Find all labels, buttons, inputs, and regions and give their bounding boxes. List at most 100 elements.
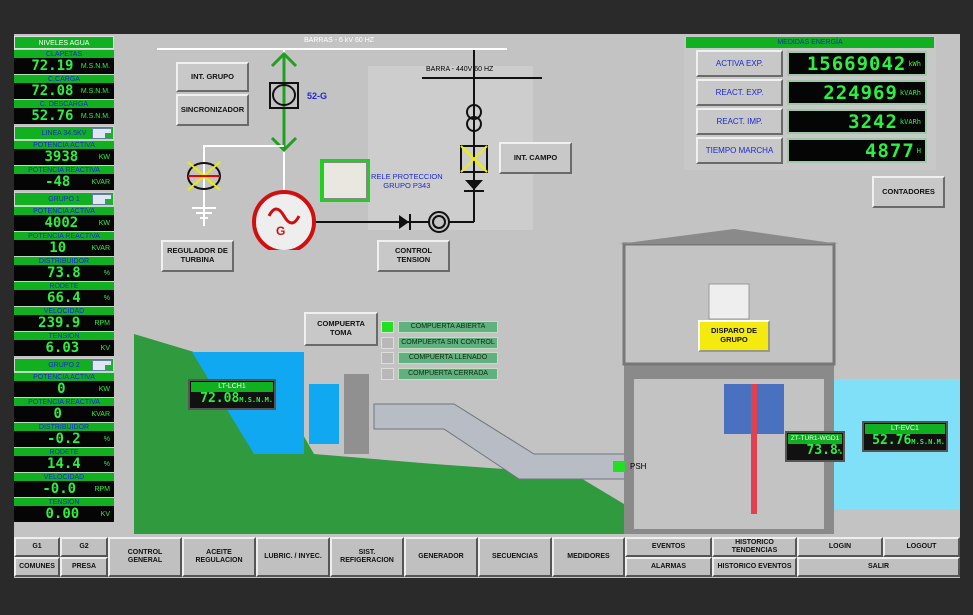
level-unit: M.S.N.M. bbox=[80, 62, 110, 70]
bus-aux-label: BARRA - 440V 60 HZ bbox=[426, 66, 494, 73]
linea-detail-screen-icon[interactable] bbox=[92, 128, 113, 139]
relay-label: RELE PROTECCION GRUPO P343 bbox=[371, 172, 443, 190]
level-unit: M.S.N.M. bbox=[80, 112, 110, 120]
nav-medidores-button[interactable]: MEDIDORES bbox=[552, 537, 625, 577]
measure-value-row: 73.8% bbox=[14, 265, 114, 281]
grupo1-detail-screen-icon[interactable] bbox=[92, 194, 113, 205]
measure-value: -0.0 bbox=[42, 481, 77, 497]
measure-unit: % bbox=[103, 294, 110, 302]
energy-3-button[interactable]: TIEMPO MARCHA bbox=[696, 137, 783, 164]
sincronizador-button[interactable]: SINCRONIZADOR bbox=[176, 94, 249, 126]
nav-presa-button[interactable]: PRESA bbox=[60, 557, 108, 577]
measure-label: RODETE bbox=[14, 447, 114, 456]
energy-value: 3242 bbox=[848, 110, 898, 133]
level-label: C.CARGA bbox=[14, 74, 114, 83]
int-grupo-button[interactable]: INT. GRUPO bbox=[176, 62, 249, 92]
energy-unit: kVARh bbox=[899, 88, 921, 97]
nav-g1-button[interactable]: G1 bbox=[14, 537, 60, 557]
regulador-turbina-button[interactable]: REGULADOR DE TURBINA bbox=[161, 240, 234, 272]
energy-1-button[interactable]: REACT. EXP. bbox=[696, 79, 783, 106]
breaker-label: 52-G bbox=[307, 91, 328, 101]
tag-name: LT-LCH1 bbox=[191, 382, 273, 392]
gate-status-label: COMPUERTA SIN CONTROL bbox=[398, 336, 498, 349]
energy-unit: kWh bbox=[908, 59, 921, 68]
roof bbox=[619, 229, 839, 244]
generator-icon bbox=[252, 190, 316, 250]
protection-relay[interactable] bbox=[320, 159, 370, 202]
energy-0-button[interactable]: ACTIVA EXP. bbox=[696, 50, 783, 77]
tag-name: ZT-TUR1-WGD1 bbox=[788, 434, 842, 444]
nav-login-button[interactable]: LOGIN bbox=[797, 537, 883, 557]
measure-unit: KVAR bbox=[91, 410, 110, 418]
measure-label: POTENCIA REACTIVA bbox=[14, 165, 114, 174]
measure-value: -48 bbox=[45, 174, 71, 190]
tag-name: LT-EVC1 bbox=[865, 424, 945, 434]
level-value-row: 52.76 M.S.N.M. bbox=[14, 108, 114, 124]
tag-lt-lch1: LT-LCH1 72.08M.S.N.M. bbox=[188, 379, 276, 410]
bus-main-label: BARRAS - 6 kV 60 HZ bbox=[304, 37, 375, 44]
gate-status-label: COMPUERTA LLENADO bbox=[398, 352, 498, 364]
energy-2-button[interactable]: REACT. IMP. bbox=[696, 108, 783, 135]
measure-unit: % bbox=[103, 269, 110, 277]
gate-indicator bbox=[381, 321, 394, 333]
nav-refrig-button[interactable]: SIST. REFIGERACION bbox=[330, 537, 404, 577]
nav-control-general-button[interactable]: CONTROL GENERAL bbox=[108, 537, 182, 577]
energy-value: 4877 bbox=[865, 139, 915, 162]
bus-aux-line bbox=[422, 77, 542, 79]
disparo-grupo-button[interactable]: DISPARO DE GRUPO bbox=[698, 320, 770, 352]
nav-secuencias-button[interactable]: SECUENCIAS bbox=[478, 537, 552, 577]
section-grupo2: GRUPO 2 bbox=[14, 358, 114, 372]
measure-value: 10 bbox=[49, 240, 67, 256]
measure-value-row: 10 KVAR bbox=[14, 240, 114, 256]
gate-indicator bbox=[381, 352, 394, 364]
nav-logout-button[interactable]: LOGOUT bbox=[883, 537, 960, 557]
nav-lubric-button[interactable]: LUBRIC. / INYEC. bbox=[256, 537, 330, 577]
measure-value-row: 66.4% bbox=[14, 290, 114, 306]
tag-value: 73.8% bbox=[806, 443, 842, 458]
vent-louver bbox=[708, 283, 750, 320]
breaker-52g-icon bbox=[269, 82, 299, 109]
level-label: C. DESCARGA bbox=[14, 99, 114, 108]
compuerta-toma-button[interactable]: COMPUERTA TOMA bbox=[304, 312, 378, 346]
nav-g2-button[interactable]: G2 bbox=[60, 537, 108, 557]
measure-value: 0 bbox=[53, 406, 62, 422]
section-grupo2-title: GRUPO 2 bbox=[48, 361, 80, 369]
measure-unit: KVAR bbox=[91, 244, 110, 252]
tag-lt-evc1: LT-EVC1 52.76M.S.N.M. bbox=[862, 421, 948, 452]
measure-label: POTENCIA REACTIVA bbox=[14, 397, 114, 406]
nav-aceite-button[interactable]: ACEITE REGULACION bbox=[182, 537, 256, 577]
tag-zt-tur1-wgd1: ZT-TUR1-WGD1 73.8% bbox=[785, 431, 845, 462]
gate-indicator bbox=[381, 367, 394, 380]
control-tension-button[interactable]: CONTROL TENSION bbox=[377, 240, 450, 272]
measure-label: RODETE bbox=[14, 281, 114, 290]
nav-salir-button[interactable]: SALIR bbox=[797, 557, 960, 577]
measure-value: 73.8 bbox=[47, 265, 81, 281]
nav-hist-tend-button[interactable]: HISTORICO TENDENCIAS bbox=[712, 537, 797, 557]
level-value: 52.76 bbox=[31, 108, 74, 124]
nav-generador-button[interactable]: GENERADOR bbox=[404, 537, 478, 577]
contadores-button[interactable]: CONTADORES bbox=[872, 176, 945, 208]
grupo2-detail-screen-icon[interactable] bbox=[92, 360, 113, 371]
measure-label: POTENCIA ACTIVA bbox=[14, 372, 114, 381]
tag-value: 52.76M.S.N.M. bbox=[872, 433, 945, 448]
measure-label: TENSION bbox=[14, 497, 114, 506]
nav-eventos-button[interactable]: EVENTOS bbox=[625, 537, 712, 557]
measure-value: 66.4 bbox=[47, 290, 81, 306]
section-grupo1: GRUPO 1 bbox=[14, 192, 114, 206]
measure-unit: % bbox=[103, 435, 110, 443]
psh-label: PSH bbox=[630, 462, 647, 471]
nav-hist-eventos-button[interactable]: HISTORICO EVENTOS bbox=[712, 557, 797, 577]
turbine-shaft bbox=[751, 384, 757, 514]
gate-indicator bbox=[381, 336, 394, 349]
nav-alarmas-button[interactable]: ALARMAS bbox=[625, 557, 712, 577]
nav-comunes-button[interactable]: COMUNES bbox=[14, 557, 60, 577]
measure-label: POTENCIA ACTIVA bbox=[14, 206, 114, 215]
int-campo-button[interactable]: INT. CAMPO bbox=[499, 142, 572, 174]
